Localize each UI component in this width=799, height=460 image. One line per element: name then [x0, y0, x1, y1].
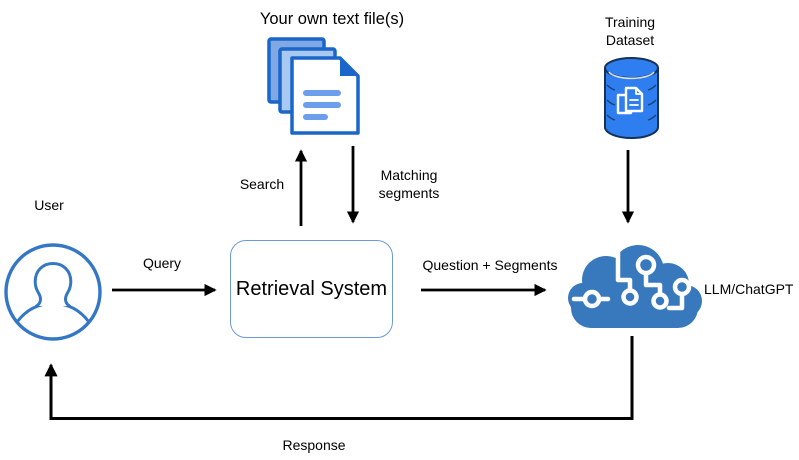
text-files-label: Your own text file(s): [259, 10, 405, 28]
training-dataset-label: Training Dataset: [604, 14, 656, 48]
llm-cloud-icon: [568, 245, 702, 328]
retrieval-system-label: Retrieval System: [235, 277, 388, 300]
query-arrow-label: Query: [142, 255, 182, 271]
search-arrow-label: Search: [239, 176, 285, 192]
text-files-icon: [267, 37, 360, 135]
response-arrow: [44, 336, 634, 420]
training-dataset-icon: [604, 57, 659, 139]
user-icon: [4, 243, 102, 341]
llm-label: LLM/ChatGPT: [704, 281, 794, 297]
response-arrow-label: Response: [282, 437, 346, 453]
matching-segments-arrow-label: Matching segments: [378, 167, 440, 201]
retrieval-system-box: Retrieval System: [230, 240, 393, 338]
question-segments-arrow-label: Question + Segments: [422, 257, 558, 273]
user-label: User: [34, 197, 64, 213]
